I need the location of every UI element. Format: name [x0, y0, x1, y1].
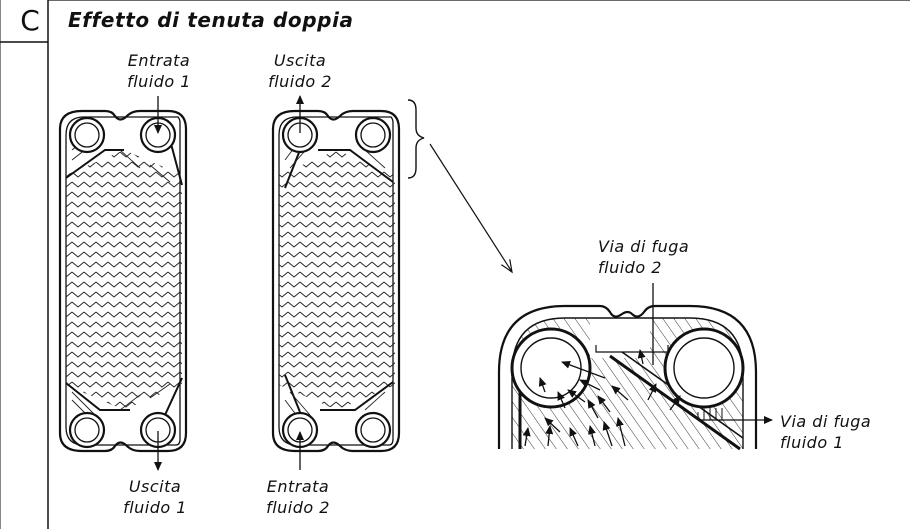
plate-left: [58, 96, 188, 471]
label-outlet-fluid-2: Uscita fluido 2: [245, 50, 355, 92]
label-inlet-fluid-1-line1: Entrata: [127, 51, 191, 70]
label-outlet-fluid-1-line2: fluido 1: [123, 498, 187, 517]
label-leak-path-fluid-2: Via di fuga fluido 2: [598, 236, 718, 278]
label-leak-path-fluid-1: Via di fuga fluido 1: [780, 411, 900, 453]
label-leak-path-fluid-1-line2: fluido 1: [780, 433, 844, 452]
label-leak-path-fluid-2-line1: Via di fuga: [598, 237, 690, 256]
label-leak-path-fluid-2-line2: fluido 2: [598, 258, 662, 277]
plate-middle: [271, 95, 401, 470]
label-outlet-fluid-1: Uscita fluido 1: [100, 476, 210, 518]
label-inlet-fluid-1-line2: fluido 1: [127, 72, 191, 91]
page-title: Effetto di tenuta doppia: [68, 8, 354, 32]
detail-view: [497, 283, 773, 451]
label-inlet-fluid-1: Entrata fluido 1: [104, 50, 214, 92]
label-leak-path-fluid-1-line1: Via di fuga: [780, 412, 872, 431]
detail-callout: [407, 99, 512, 272]
label-outlet-fluid-2-line2: fluido 2: [268, 72, 332, 91]
section-letter: C: [20, 4, 40, 37]
label-inlet-fluid-2-line2: fluido 2: [266, 498, 330, 517]
label-outlet-fluid-1-line1: Uscita: [128, 477, 182, 496]
label-inlet-fluid-2: Entrata fluido 2: [243, 476, 353, 518]
label-outlet-fluid-2-line1: Uscita: [273, 51, 327, 70]
label-inlet-fluid-2-line1: Entrata: [266, 477, 330, 496]
